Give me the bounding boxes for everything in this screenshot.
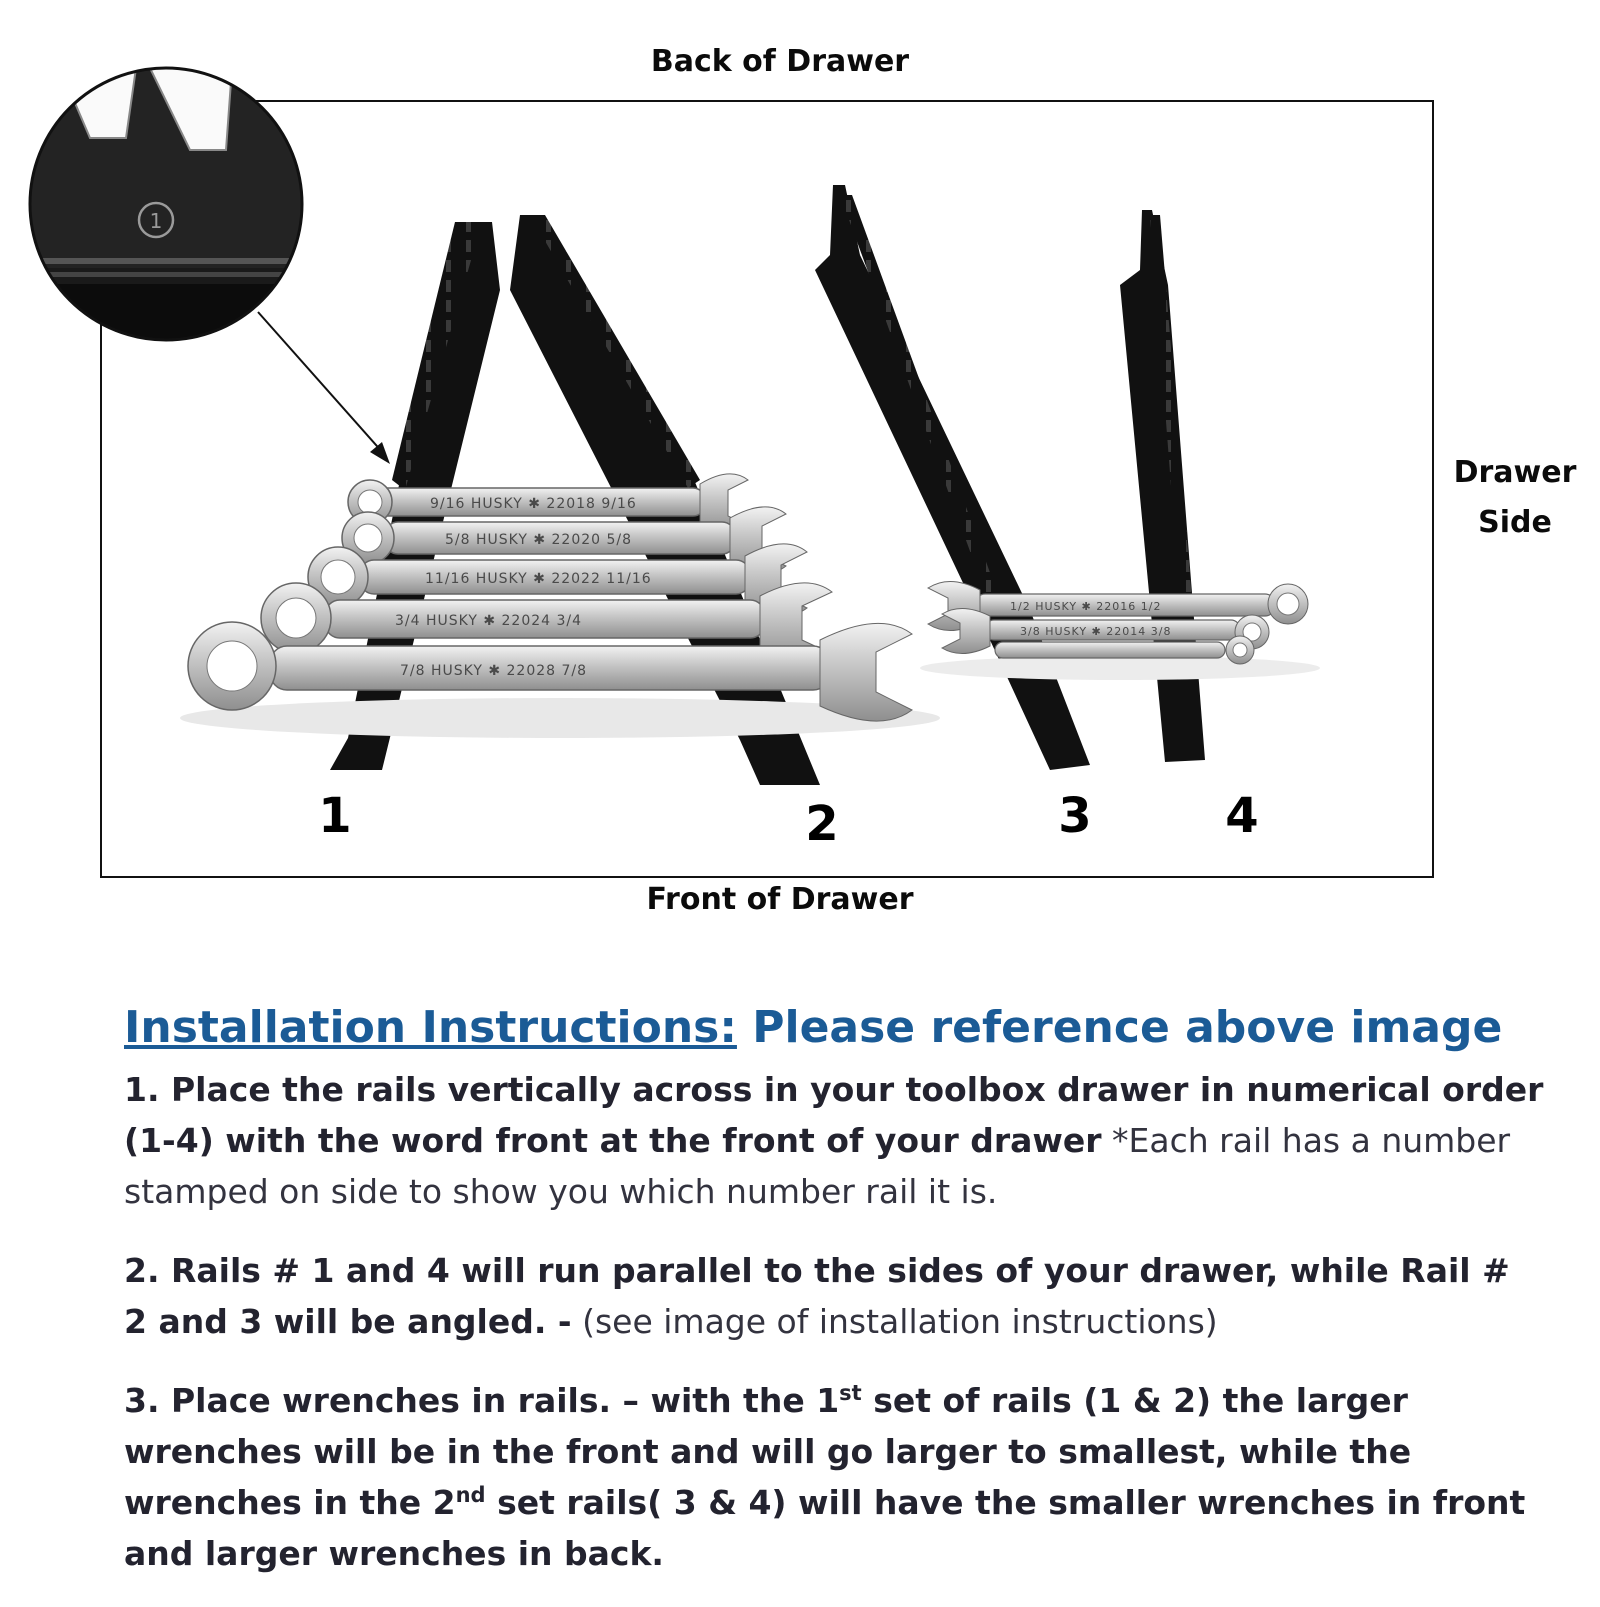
instructions-heading: Installation Instructions: Please refere… [124,1000,1544,1056]
rail-number-2: 2 [805,796,838,852]
wrench-1-2-marking: 1/2 HUSKY ✱ 22016 1/2 [1010,600,1161,613]
wrench-3-4: 3/4 HUSKY ✱ 22024 3/4 [260,582,833,664]
wrench-3-8: 3/8 HUSKY ✱ 22014 3/8 [940,608,1270,654]
step-1-note: *Each rail has a number stamped on side … [124,1121,1511,1211]
wrench-7-8-marking: 7/8 HUSKY ✱ 22028 7/8 [400,663,587,679]
front-of-drawer-label: Front of Drawer [646,882,914,917]
step-1: 1. Place the rails vertically across in … [124,1064,1544,1217]
wrench-11-16-marking: 11/16 HUSKY ✱ 22022 11/16 [425,571,652,587]
heading-underlined: Installation Instructions: [124,1002,737,1053]
wrench-3-8-marking: 3/8 HUSKY ✱ 22014 3/8 [1020,625,1171,638]
step-3-part3: set rails( 3 & 4) will have the smaller … [124,1483,1526,1573]
step-2-note: (see image of installation instructions) [571,1302,1218,1341]
step-2-bold: 2. Rails # 1 and 4 will run parallel to … [124,1251,1510,1341]
wrench-5-8-marking: 5/8 HUSKY ✱ 22020 5/8 [445,532,632,548]
step-3-sup2: nd [455,1483,486,1507]
wrench-3-4-marking: 3/4 HUSKY ✱ 22024 3/4 [395,613,582,629]
wrench-rack-illustration: 9/16 HUSKY ✱ 22018 9/16 5/8 HUSKY ✱ 2202… [28,66,1320,852]
rail-number-3: 3 [1058,788,1091,844]
step-3-part2: set of rails (1 & 2) the larger wrenches… [124,1381,1412,1522]
rail-number-1: 1 [318,788,351,844]
step-3-part1: 3. Place wrenches in rails. – with the 1 [124,1381,840,1420]
step-3: 3. Place wrenches in rails. – with the 1… [124,1375,1544,1579]
drawer-outline [100,100,1434,878]
step-2: 2. Rails # 1 and 4 will run parallel to … [124,1245,1544,1347]
pointer-arrow [257,311,390,464]
wrench-9-16: 9/16 HUSKY ✱ 22018 9/16 [347,473,749,533]
wrench-7-8: 7/8 HUSKY ✱ 22028 7/8 [187,621,913,722]
heading-rest: Please reference above image [736,1002,1503,1053]
installation-instructions: Installation Instructions: Please refere… [124,1000,1544,1607]
drawer-side-label-line1: Drawer [1453,455,1577,490]
drawer-side-label-line2: Side [1478,505,1552,540]
wrench-1-2: 1/2 HUSKY ✱ 22016 1/2 [926,581,1309,631]
wrench-5-8: 5/8 HUSKY ✱ 22020 5/8 [341,506,787,574]
drawer-side-label: Drawer Side [1440,448,1590,548]
wrench-9-16-marking: 9/16 HUSKY ✱ 22018 9/16 [430,496,637,512]
wrench-smallest [994,635,1255,665]
stamp-circle [137,201,175,239]
stamp-number: 1 [150,209,163,233]
step-1-bold: 1. Place the rails vertically across in … [124,1070,1544,1160]
back-of-drawer-label: Back of Drawer [650,44,910,79]
rail-stamp-inset: 1 [28,66,304,342]
step-3-sup1: st [839,1381,862,1405]
wrench-11-16: 11/16 HUSKY ✱ 22022 11/16 [307,543,808,617]
rail-number-4: 4 [1225,788,1258,844]
